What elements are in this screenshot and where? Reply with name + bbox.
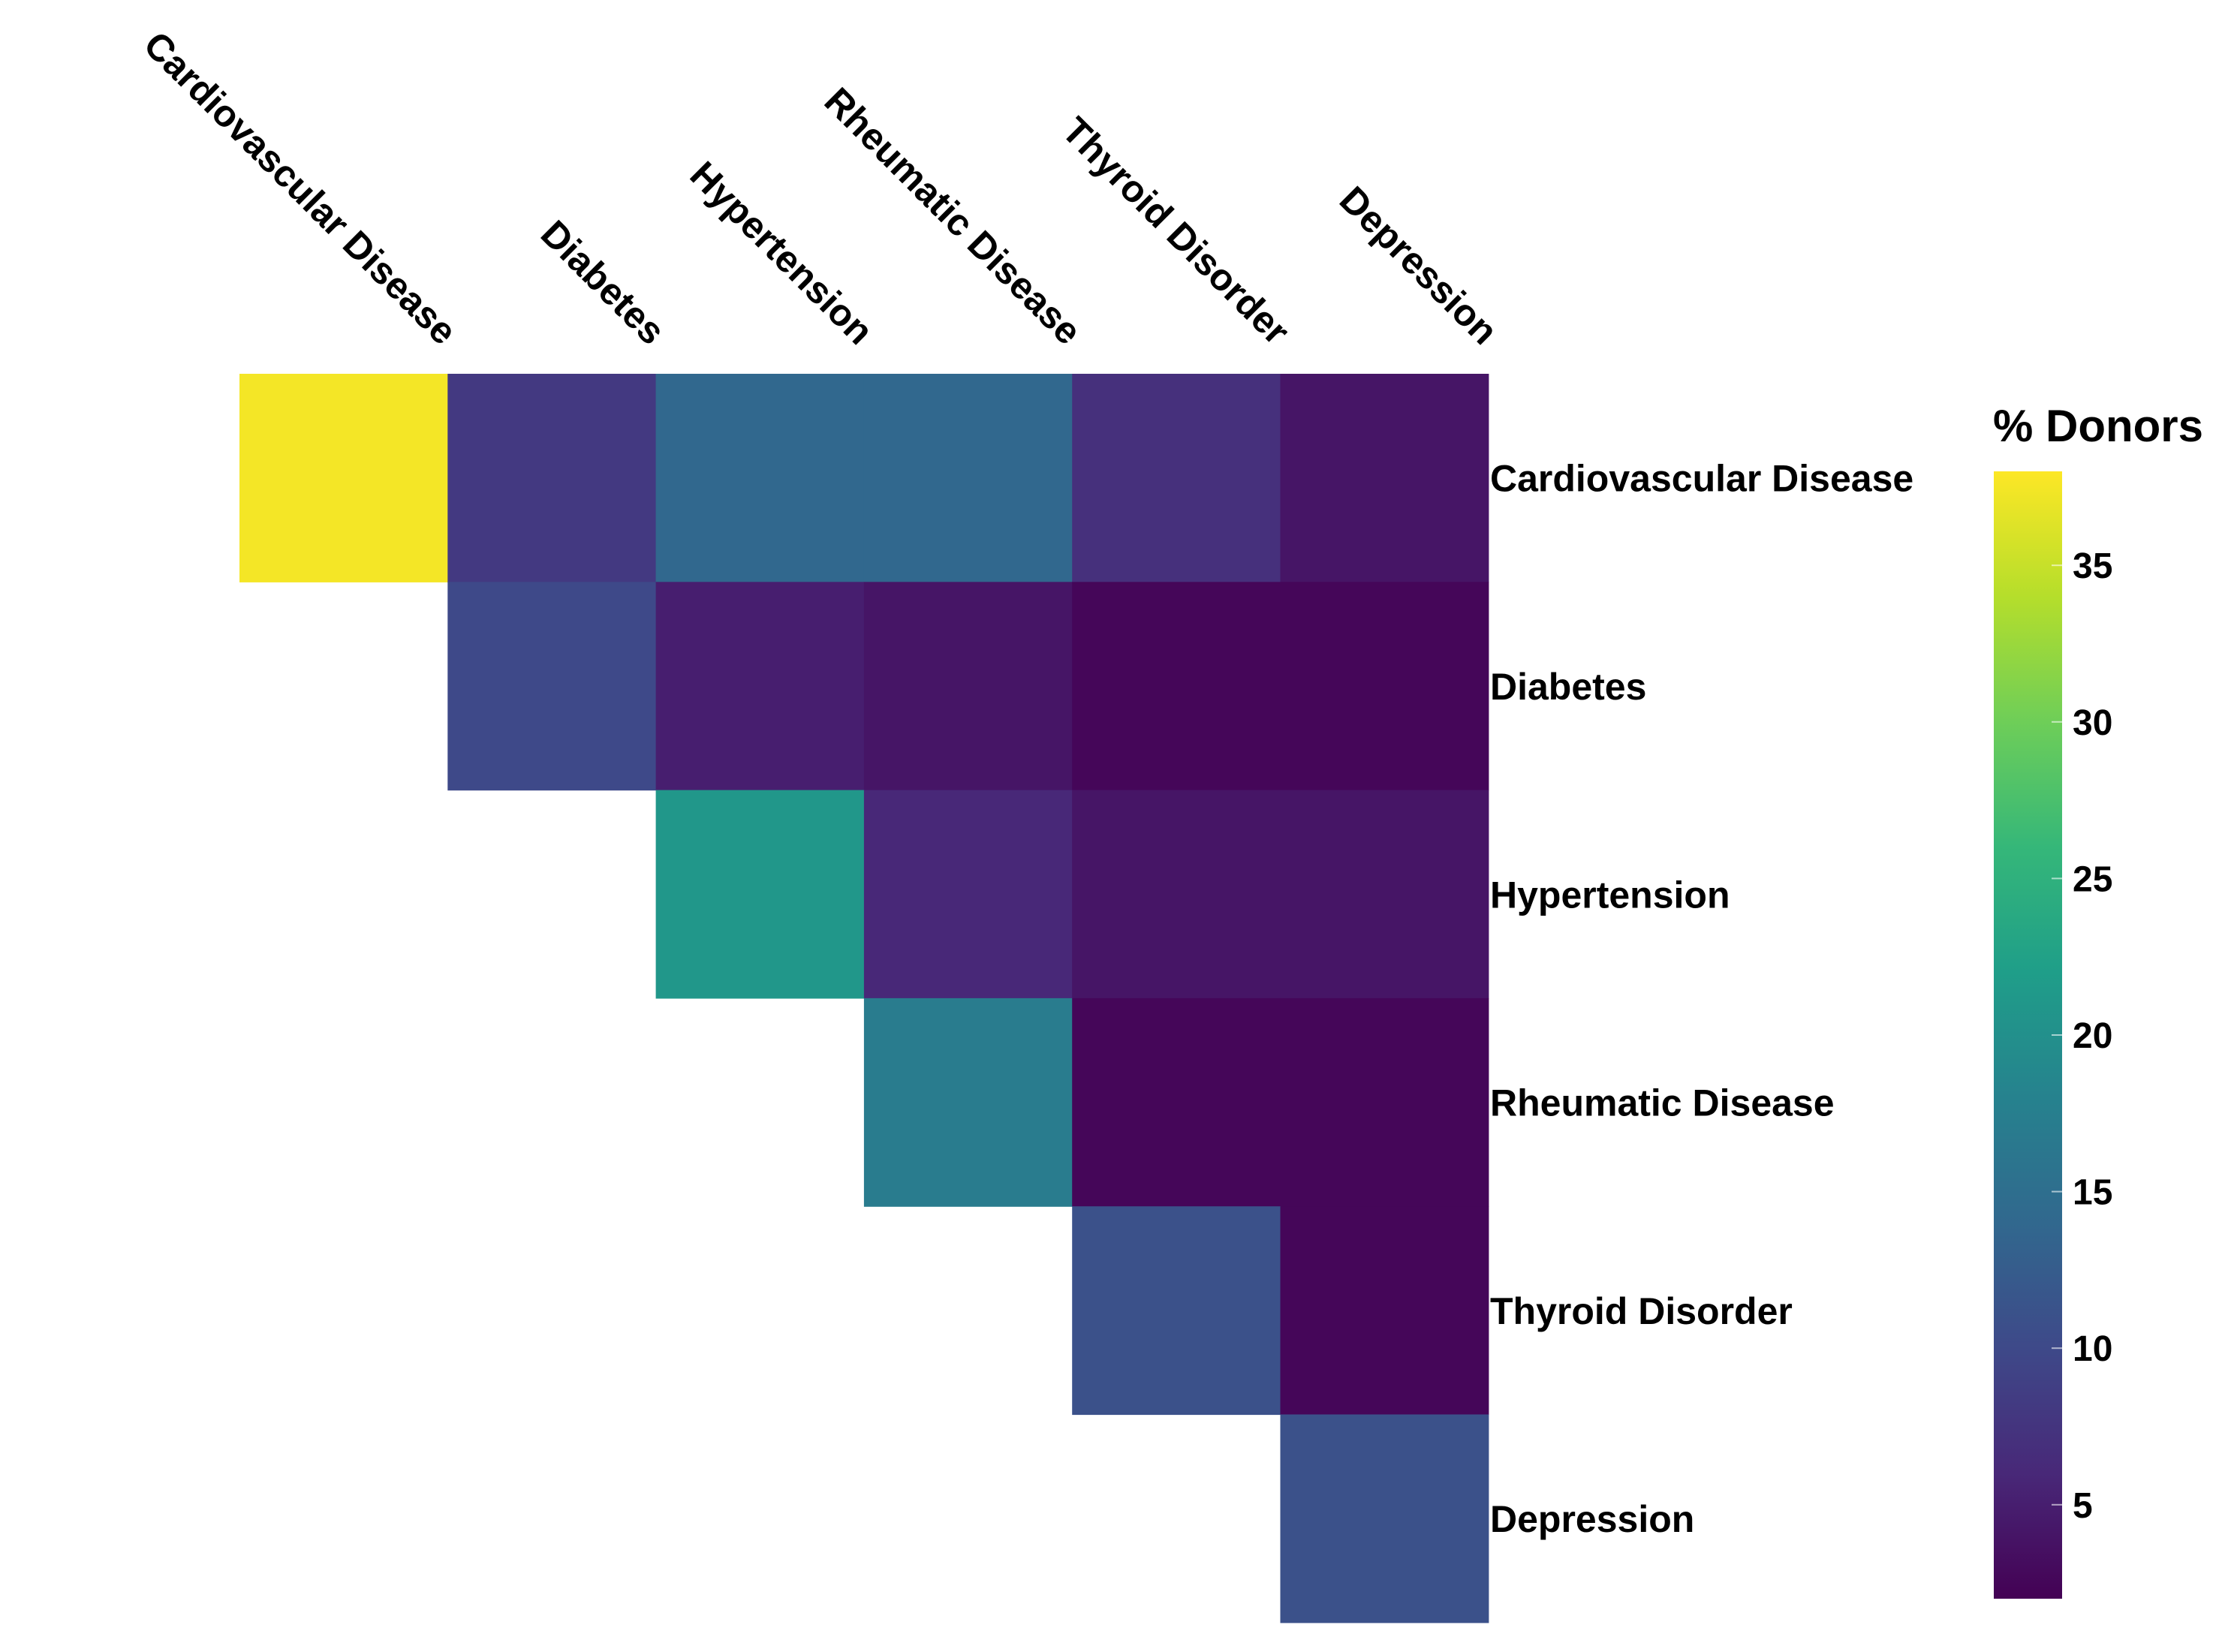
heatmap-cell-rheumatic-disease-x-depression: [1280, 998, 1489, 1207]
heatmap-cell-thyroid-disorder-x-depression: [1280, 1206, 1489, 1416]
column-label-thyroid-disorder: Thyroid Disorder: [1054, 109, 1297, 352]
colorbar-tick-label-35: 35: [2073, 546, 2112, 586]
heatmap-cell-hypertension-x-thyroid-disorder: [1072, 790, 1281, 999]
heatmap-cell-cardiovascular-disease-x-hypertension: [655, 374, 865, 582]
heatmap-cell-cardiovascular-disease-x-rheumatic-disease: [863, 374, 1073, 582]
heatmap-cell-diabetes-x-rheumatic-disease: [863, 582, 1073, 791]
heatmap-cell-diabetes-x-thyroid-disorder: [1072, 582, 1281, 791]
heatmap-cell-diabetes-x-depression: [1280, 582, 1489, 791]
colorbar-tick-label-10: 10: [2073, 1329, 2112, 1369]
heatmap-cell-rheumatic-disease-x-rheumatic-disease: [863, 998, 1073, 1207]
heatmap-cell-thyroid-disorder-x-thyroid-disorder: [1072, 1206, 1281, 1416]
heatmap-cell-rheumatic-disease-x-thyroid-disorder: [1072, 998, 1281, 1207]
heatmap-cells: [239, 374, 1489, 1623]
row-label-hypertension: Hypertension: [1490, 874, 1730, 916]
row-label-thyroid-disorder: Thyroid Disorder: [1490, 1290, 1793, 1332]
colorbar-tick-label-25: 25: [2073, 859, 2112, 899]
row-label-cardiovascular-disease: Cardiovascular Disease: [1490, 458, 1913, 500]
heatmap-cell-diabetes-x-hypertension: [655, 582, 865, 791]
row-label-diabetes: Diabetes: [1490, 666, 1646, 708]
heatmap-cell-depression-x-depression: [1280, 1414, 1489, 1623]
colorbar-ticks: 5 10 15 20 25 30 35: [2052, 546, 2112, 1526]
colorbar-legend: % Donors 5 10 15 20 25 30 35: [1993, 401, 2203, 1599]
column-label-hypertension: Hypertension: [682, 153, 882, 353]
heatmap-cell-hypertension-x-hypertension: [655, 790, 865, 999]
row-labels: Cardiovascular DiseaseDiabetesHypertensi…: [1490, 458, 1913, 1541]
heatmap-cell-cardiovascular-disease-x-depression: [1280, 374, 1489, 582]
heatmap-cell-hypertension-x-depression: [1280, 790, 1489, 999]
heatmap-cell-diabetes-x-diabetes: [447, 582, 657, 791]
column-label-cardiovascular-disease: Cardiovascular Disease: [136, 23, 465, 353]
column-label-diabetes: Diabetes: [533, 212, 673, 353]
heatmap-cell-hypertension-x-rheumatic-disease: [863, 790, 1073, 999]
colorbar-title: % Donors: [1993, 401, 2203, 451]
column-label-depression: Depression: [1332, 179, 1506, 353]
colorbar-tick-label-15: 15: [2073, 1173, 2112, 1213]
colorbar-tick-label-30: 30: [2073, 703, 2112, 743]
row-label-depression: Depression: [1490, 1498, 1694, 1540]
row-label-rheumatic-disease: Rheumatic Disease: [1490, 1082, 1835, 1124]
colorbar-gradient-bar: [1994, 471, 2062, 1599]
colorbar-tick-label-5: 5: [2073, 1486, 2093, 1526]
heatmap-cell-cardiovascular-disease-x-cardiovascular-disease: [239, 374, 448, 582]
colorbar-tick-label-20: 20: [2073, 1016, 2112, 1056]
heatmap-cell-cardiovascular-disease-x-thyroid-disorder: [1072, 374, 1281, 582]
heatmap-cell-cardiovascular-disease-x-diabetes: [447, 374, 657, 582]
